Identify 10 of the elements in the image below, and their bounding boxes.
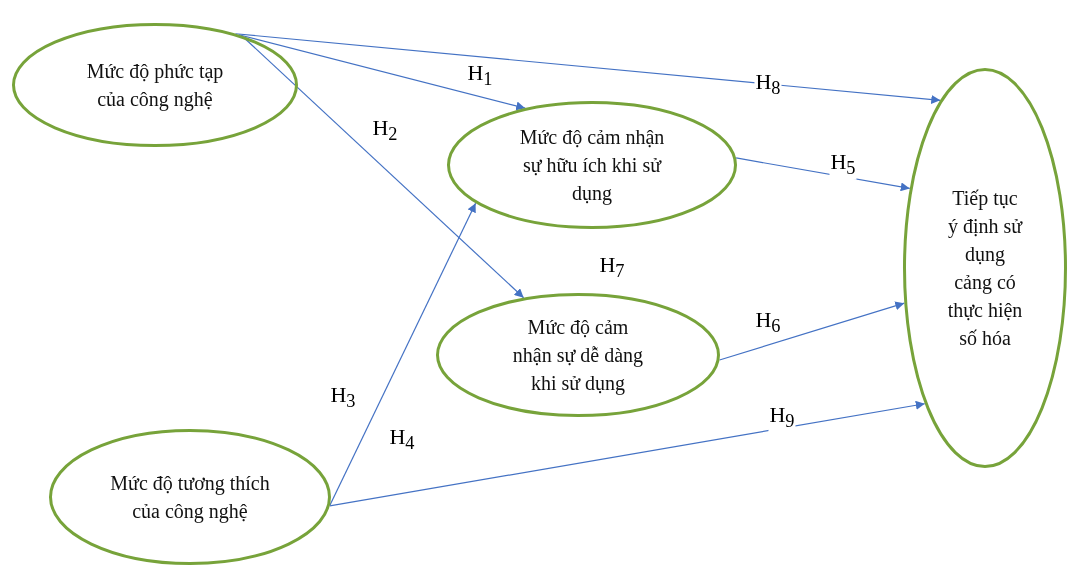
node-text: Tiếp tục ý định sử dụng cảng có thực hiện số hóa (946, 186, 1024, 351)
node-text: Mức độ tương thích của công nghệ (109, 471, 271, 525)
arrow (329, 202, 477, 506)
node-text: Mức độ cảm nhận sự dễ dàng khi sử dụng (511, 315, 645, 397)
arrow (238, 34, 526, 111)
arrow (718, 301, 905, 361)
arrow (329, 400, 926, 507)
arrow (234, 33, 941, 104)
node-text: Mức độ cảm nhận sự hữu ích khi sử dụng (518, 125, 666, 207)
node-text: Mức độ phức tạp của công nghệ (85, 59, 225, 113)
